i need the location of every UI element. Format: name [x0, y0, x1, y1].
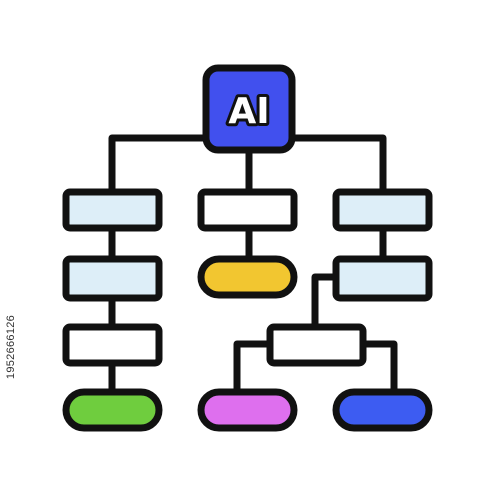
- box-left-2: [62, 255, 163, 302]
- connector-subtree: [233, 340, 398, 396]
- connector-right-column: [311, 224, 387, 331]
- connector-root-to-columns: [108, 134, 387, 196]
- root-ai-node: [202, 64, 296, 154]
- root-ai-label: AI: [228, 91, 269, 132]
- pill-blue: [332, 388, 433, 432]
- pill-magenta: [197, 388, 298, 432]
- box-left-3: [62, 323, 163, 367]
- pill-yellow: [197, 255, 298, 299]
- box-subtree-parent: [266, 323, 367, 367]
- box-right-2: [332, 255, 433, 302]
- box-middle-1: [197, 188, 298, 232]
- pill-green: [62, 388, 163, 432]
- stock-image-id: 1952666126: [5, 314, 17, 380]
- box-right-1: [332, 188, 433, 232]
- box-left-1: [62, 188, 163, 232]
